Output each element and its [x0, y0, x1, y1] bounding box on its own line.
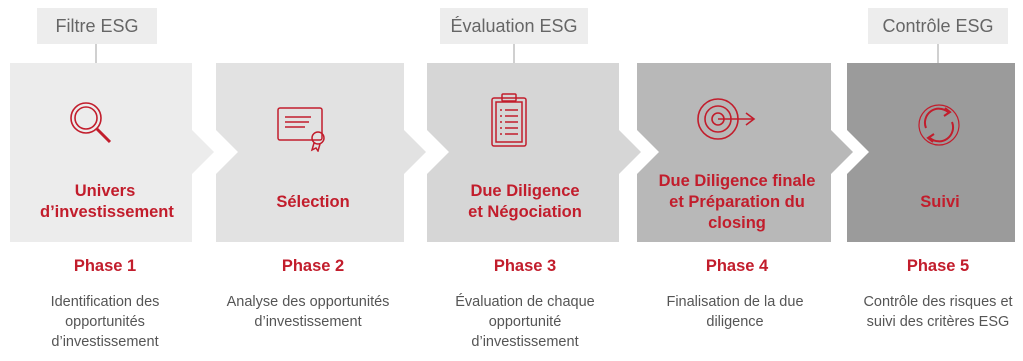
phase-4-title: Due Diligence finale et Préparation du c…	[658, 171, 816, 232]
magnifier-icon	[70, 102, 112, 144]
phase-5-title: Suivi	[920, 192, 960, 211]
phase-1-description: Identification des opportunités d’invest…	[50, 294, 160, 350]
phase-3-description: Évaluation de chaque opportunité d’inves…	[455, 294, 595, 350]
label-filtre-esg: Filtre ESG	[37, 8, 157, 44]
phase-3-title: Due Diligence et Négociation	[468, 182, 582, 221]
connector-line	[95, 44, 97, 63]
label-evaluation-esg: Évaluation ESG	[440, 8, 588, 44]
clipboard-icon	[491, 93, 527, 147]
phase-2-description: Analyse des opportunités d’investissemen…	[226, 294, 390, 330]
phase-3-number: Phase 3	[493, 257, 557, 275]
phase-4-number: Phase 4	[705, 257, 769, 275]
phase-5-block	[847, 63, 1015, 242]
phase-5-number: Phase 5	[906, 257, 970, 275]
phase-2-block	[216, 63, 426, 242]
label-controle-esg: Contrôle ESG	[868, 8, 1008, 44]
phase-4-block	[637, 63, 853, 242]
phase-5-description: Contrôle des risques et suivi des critèr…	[863, 294, 1013, 330]
phase-4-description: Finalisation de la due diligence	[666, 294, 804, 330]
phase-1-number: Phase 1	[73, 257, 137, 275]
connector-line	[937, 44, 939, 63]
refresh-icon	[918, 104, 960, 146]
connector-line	[513, 44, 515, 63]
phase-2-title: Sélection	[276, 192, 350, 211]
certificate-icon	[277, 107, 325, 152]
phase-3-block	[427, 63, 641, 242]
phase-1-block	[10, 63, 214, 242]
phase-2-number: Phase 2	[281, 257, 345, 275]
phase-1-title: Univers d’investissement	[40, 182, 174, 221]
target-icon	[697, 98, 756, 140]
